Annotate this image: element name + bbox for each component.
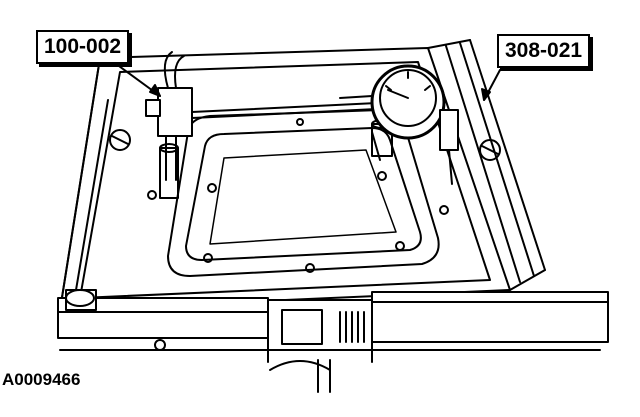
- tool-callout-308-021: 308-021: [497, 34, 591, 68]
- machine-bed: [59, 39, 546, 311]
- tool-callout-100-002: 100-002: [36, 30, 130, 64]
- bed-screws: [109, 129, 501, 351]
- dial-indicator-icon: [339, 64, 459, 185]
- slide-rail: [57, 289, 609, 393]
- figure-id-label: A0009466: [2, 370, 81, 389]
- callout-leaders: [107, 57, 501, 101]
